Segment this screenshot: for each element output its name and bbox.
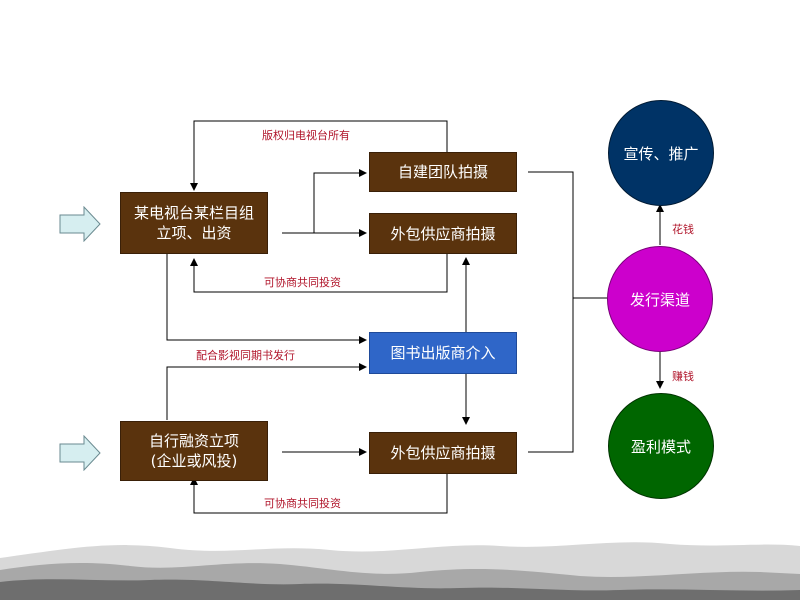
label-earn: 赚钱 (672, 370, 694, 383)
co-invest-top-connector (190, 254, 448, 293)
label-book-sync: 配合影视同期书发行 (196, 349, 295, 362)
copyright-connector (190, 120, 448, 191)
channel-bracket-connector (528, 171, 574, 453)
input-arrow-bottom-icon (59, 435, 101, 471)
label-co-invest-bottom: 可协商共同投资 (264, 497, 341, 510)
co-invest-bottom-connector (190, 474, 448, 514)
node-publisher: 图书出版商介入 (369, 332, 517, 374)
node-promo: 宣传、推广 (608, 100, 714, 206)
label-spend: 花钱 (672, 223, 694, 236)
to-self-team-connector (282, 169, 367, 234)
input-arrow-top-icon (59, 206, 101, 242)
label-copyright: 版权归电视台所有 (262, 129, 350, 142)
label-co-invest-top: 可协商共同投资 (264, 276, 341, 289)
node-channel: 发行渠道 (607, 246, 713, 352)
to-publisher-connector (166, 254, 367, 344)
mountain-landscape-decoration (0, 542, 800, 600)
book-sync-connector (166, 363, 367, 420)
node-profit: 盈利模式 (608, 393, 714, 499)
node-self-team: 自建团队拍摄 (369, 152, 517, 192)
node-self-financing: 自行融资立项 (企业或风投) (120, 421, 268, 481)
node-tv-station: 某电视台某栏目组 立项、出资 (120, 192, 268, 254)
node-outsource-bottom: 外包供应商拍摄 (369, 432, 517, 474)
node-outsource-top: 外包供应商拍摄 (369, 213, 517, 254)
